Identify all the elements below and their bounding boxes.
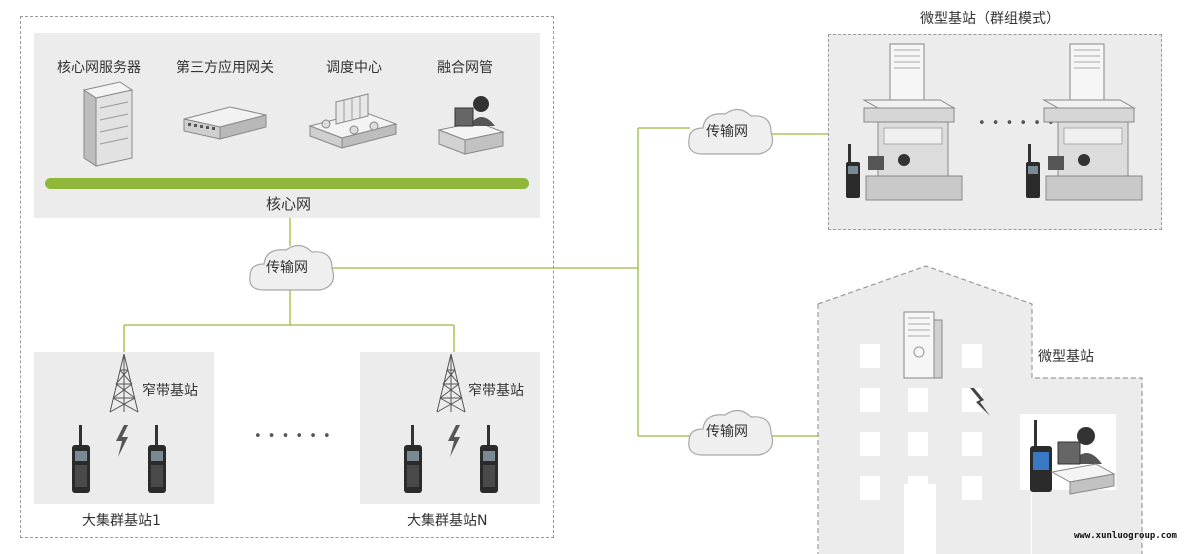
lightning-icon: [116, 425, 128, 457]
site-panel-right: [360, 352, 540, 504]
transport-cloud-left: [249, 244, 335, 291]
micro-station-kiosk-icon: [846, 43, 963, 201]
transport-label-top-right: 传输网: [706, 124, 748, 140]
system-frame: [20, 16, 554, 538]
core-item-label-dispatch: 调度中心: [326, 60, 382, 76]
transport-label-bottom-right: 传输网: [706, 424, 748, 440]
dispatch-center-icon: [308, 93, 398, 149]
operator-with-radio-icon: [1030, 420, 1116, 495]
radio-tower-icon-left: [109, 353, 139, 413]
transport-cloud-top-right: [688, 108, 774, 155]
micro-station-kiosk-icon: [1026, 43, 1143, 201]
site-label-left: 大集群基站1: [82, 513, 161, 529]
micro-group-ellipsis: • • • • • •: [978, 116, 1056, 131]
handheld-radio-icon: [72, 425, 90, 493]
watermark: www.xunluogroup.com: [1074, 531, 1177, 541]
handheld-radio-icon: [404, 425, 422, 493]
transport-label-left: 传输网: [266, 260, 308, 276]
server-rack-icon: [82, 81, 134, 167]
core-item-label-gateway: 第三方应用网关: [176, 60, 274, 76]
handheld-radio-icon: [148, 425, 166, 493]
gateway-device-icon: [183, 106, 267, 140]
transport-cloud-bottom-right: [688, 409, 774, 456]
core-item-label-management: 融合网管: [437, 60, 493, 76]
core-network-label: 核心网: [266, 195, 312, 213]
radio-tower-icon-right: [436, 353, 466, 413]
operator-workstation-icon: [437, 96, 505, 155]
tower-label-left: 窄带基站: [142, 383, 198, 399]
core-network-bar: [45, 178, 529, 189]
tower-label-right: 窄带基站: [468, 383, 524, 399]
lightning-icon: [448, 425, 460, 457]
handheld-radio-icon: [480, 425, 498, 493]
lightning-icon: [970, 388, 990, 416]
micro-station-unit-icon: [903, 311, 943, 379]
site-ellipsis: • • • • • •: [254, 429, 332, 444]
core-item-label-server: 核心网服务器: [57, 60, 141, 76]
micro-group-title: 微型基站（群组模式）: [920, 11, 1060, 27]
micro-building-label: 微型基站: [1038, 349, 1094, 365]
site-label-right: 大集群基站N: [407, 513, 488, 529]
